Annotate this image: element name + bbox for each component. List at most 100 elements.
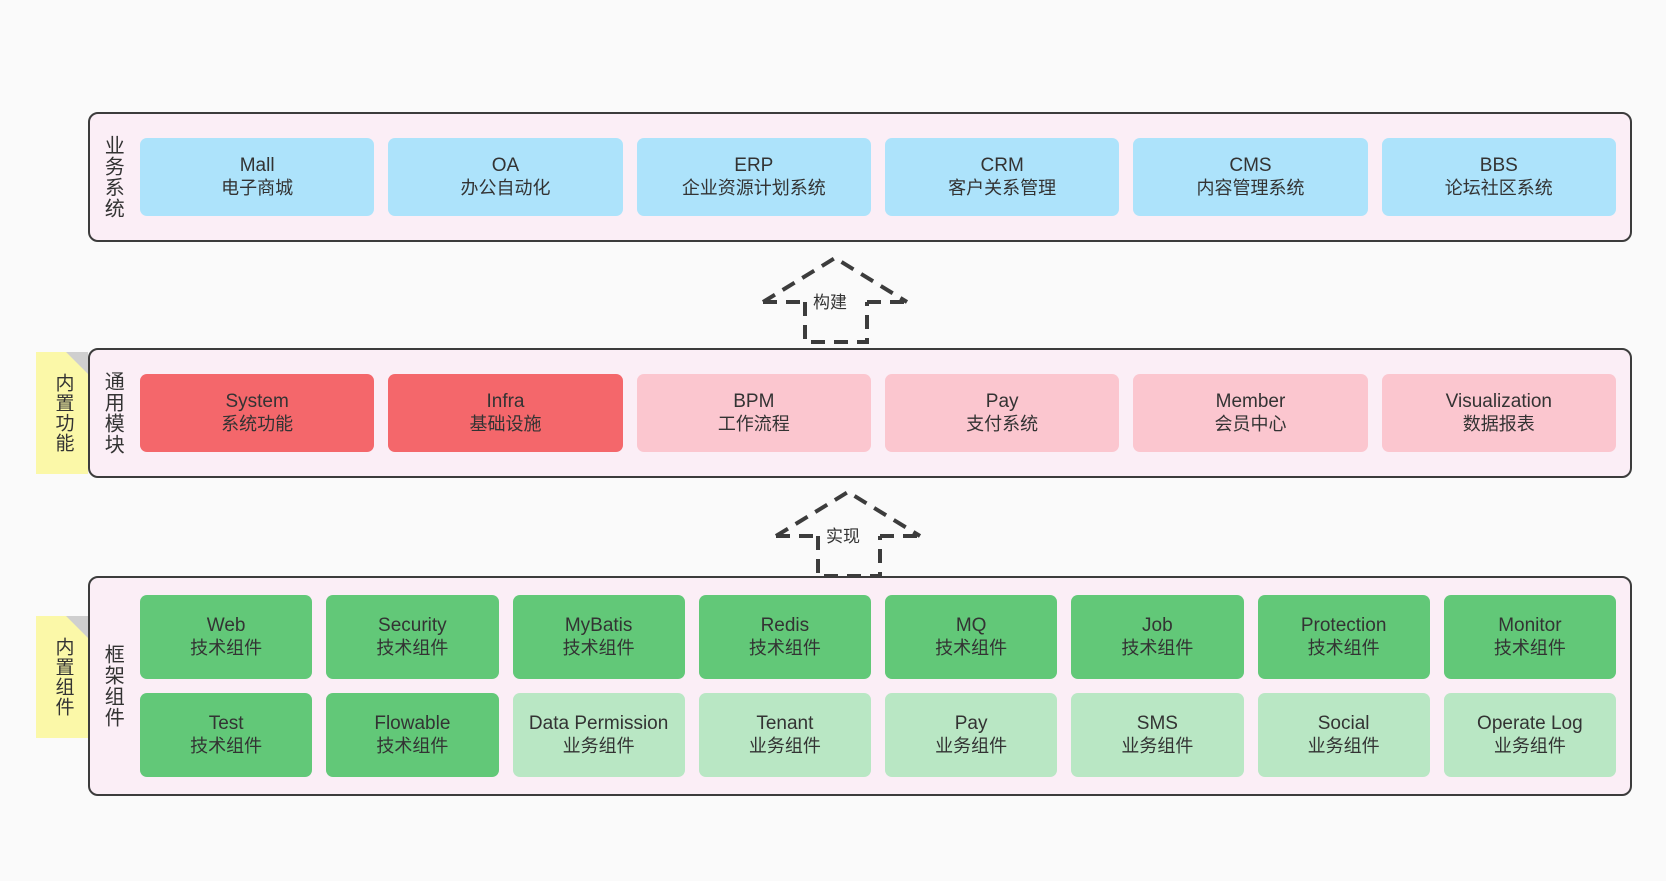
card-bbs[interactable]: BBS 论坛社区系统 — [1381, 138, 1616, 216]
card-row: System 系统功能 Infra 基础设施 BPM 工作流程 Pay 支付系统… — [140, 374, 1616, 452]
card-mq[interactable]: MQ 技术组件 — [885, 595, 1058, 679]
card-title-en: MyBatis — [564, 615, 633, 637]
card-title-cn: 办公自动化 — [460, 177, 551, 198]
card-title-en: BBS — [1479, 155, 1518, 177]
card-title-cn: 技术组件 — [1121, 637, 1194, 658]
card-title-en: Pay — [954, 713, 988, 735]
card-title-en: Protection — [1300, 615, 1387, 637]
card-title-cn: 技术组件 — [1493, 637, 1566, 658]
card-title-cn: 业务组件 — [562, 735, 635, 756]
layer-framework-components-title: 框架组件 — [101, 644, 124, 728]
arrow-build-icon — [761, 255, 909, 344]
card-title-cn: 业务组件 — [935, 735, 1008, 756]
card-mall[interactable]: Mall 电子商城 — [140, 138, 375, 216]
card-title-cn: 客户关系管理 — [948, 177, 1057, 198]
card-pay-business[interactable]: Pay 业务组件 — [885, 693, 1058, 777]
card-title-cn: 业务组件 — [1493, 735, 1566, 756]
sticky-note-builtin-components: 内置组件 — [36, 616, 88, 738]
card-title-cn: 支付系统 — [966, 413, 1039, 434]
card-title-en: Pay — [985, 391, 1019, 413]
sticky-note-label: 内置功能 — [52, 373, 74, 453]
card-title-en: OA — [491, 155, 520, 177]
card-title-cn: 论坛社区系统 — [1444, 177, 1553, 198]
sticky-note-label: 内置组件 — [52, 637, 74, 717]
card-title-cn: 技术组件 — [376, 637, 449, 658]
fold-corner-icon — [66, 616, 88, 638]
card-mybatis[interactable]: MyBatis 技术组件 — [512, 595, 685, 679]
card-row: Mall 电子商城 OA 办公自动化 ERP 企业资源计划系统 CRM 客户关系… — [140, 138, 1616, 216]
arrow-implement: 实现 — [758, 486, 938, 578]
card-oa[interactable]: OA 办公自动化 — [388, 138, 623, 216]
card-visualization[interactable]: Visualization 数据报表 — [1381, 374, 1616, 452]
card-title-cn: 企业资源计划系统 — [681, 177, 826, 198]
card-title-en: Infra — [486, 391, 525, 413]
card-row: Test 技术组件 Flowable 技术组件 Data Permission … — [140, 693, 1616, 777]
arrow-implement-label: 实现 — [826, 527, 860, 546]
card-title-en: System — [225, 391, 289, 413]
card-flowable[interactable]: Flowable 技术组件 — [326, 693, 499, 777]
card-title-en: Operate Log — [1477, 713, 1583, 735]
card-title-cn: 会员中心 — [1214, 413, 1287, 434]
card-title-en: Member — [1215, 391, 1286, 413]
card-infra[interactable]: Infra 基础设施 — [388, 374, 623, 452]
card-title-cn: 技术组件 — [748, 637, 821, 658]
card-title-en: Job — [1142, 615, 1173, 637]
card-title-cn: 技术组件 — [190, 637, 263, 658]
card-title-cn: 技术组件 — [376, 735, 449, 756]
card-row: Web 技术组件 Security 技术组件 MyBatis 技术组件 Redi… — [140, 595, 1616, 679]
layer-common-modules: 通用模块 System 系统功能 Infra 基础设施 BPM 工作流程 Pay… — [88, 348, 1632, 478]
card-title-en: CMS — [1229, 155, 1272, 177]
card-job[interactable]: Job 技术组件 — [1071, 595, 1244, 679]
card-operate-log[interactable]: Operate Log 业务组件 — [1443, 693, 1616, 777]
card-title-en: Redis — [760, 615, 810, 637]
layer-framework-components: 框架组件 Web 技术组件 Security 技术组件 MyBatis 技术组件… — [88, 576, 1632, 796]
card-web[interactable]: Web 技术组件 — [140, 595, 313, 679]
layer-common-modules-title: 通用模块 — [101, 371, 124, 455]
card-title-cn: 技术组件 — [562, 637, 635, 658]
layer-business-system-title: 业务系统 — [101, 135, 124, 219]
card-monitor[interactable]: Monitor 技术组件 — [1443, 595, 1616, 679]
layer-framework-components-body: Web 技术组件 Security 技术组件 MyBatis 技术组件 Redi… — [134, 578, 1630, 794]
card-crm[interactable]: CRM 客户关系管理 — [884, 138, 1120, 216]
card-redis[interactable]: Redis 技术组件 — [698, 595, 871, 679]
card-data-permission[interactable]: Data Permission 业务组件 — [512, 693, 685, 777]
card-title-en: Monitor — [1498, 615, 1562, 637]
card-title-cn: 技术组件 — [935, 637, 1008, 658]
card-sms[interactable]: SMS 业务组件 — [1071, 693, 1244, 777]
sticky-note-builtin-features: 内置功能 — [36, 352, 88, 474]
card-title-en: Social — [1317, 713, 1370, 735]
card-title-en: Security — [378, 615, 447, 637]
card-title-cn: 电子商城 — [221, 177, 294, 198]
card-title-en: ERP — [734, 155, 774, 177]
layer-business-system: 业务系统 Mall 电子商城 OA 办公自动化 ERP 企业资源计划系统 CRM… — [88, 112, 1632, 242]
fold-corner-icon — [66, 352, 88, 374]
card-title-en: CRM — [980, 155, 1024, 177]
card-security[interactable]: Security 技术组件 — [326, 595, 499, 679]
card-title-en: Test — [208, 713, 244, 735]
card-system[interactable]: System 系统功能 — [140, 374, 375, 452]
card-title-cn: 内容管理系统 — [1196, 177, 1305, 198]
card-title-en: Flowable — [374, 713, 451, 735]
card-title-en: MQ — [955, 615, 987, 637]
card-bpm[interactable]: BPM 工作流程 — [636, 374, 871, 452]
arrow-build-label: 构建 — [813, 293, 847, 312]
card-erp[interactable]: ERP 企业资源计划系统 — [636, 138, 871, 216]
layer-business-system-body: Mall 电子商城 OA 办公自动化 ERP 企业资源计划系统 CRM 客户关系… — [134, 114, 1630, 240]
card-title-en: BPM — [733, 391, 775, 413]
card-test[interactable]: Test 技术组件 — [140, 693, 313, 777]
card-tenant[interactable]: Tenant 业务组件 — [698, 693, 871, 777]
card-member[interactable]: Member 会员中心 — [1133, 374, 1368, 452]
card-title-en: Visualization — [1445, 391, 1552, 413]
card-title-en: Data Permission — [528, 713, 669, 735]
card-title-cn: 技术组件 — [190, 735, 263, 756]
card-protection[interactable]: Protection 技术组件 — [1257, 595, 1430, 679]
card-cms[interactable]: CMS 内容管理系统 — [1133, 138, 1368, 216]
card-title-cn: 基础设施 — [469, 413, 542, 434]
card-title-cn: 业务组件 — [748, 735, 821, 756]
card-pay[interactable]: Pay 支付系统 — [884, 374, 1120, 452]
card-title-en: Tenant — [756, 713, 814, 735]
arrow-build: 构建 — [745, 252, 925, 344]
card-social[interactable]: Social 业务组件 — [1257, 693, 1430, 777]
card-title-cn: 数据报表 — [1462, 413, 1535, 434]
